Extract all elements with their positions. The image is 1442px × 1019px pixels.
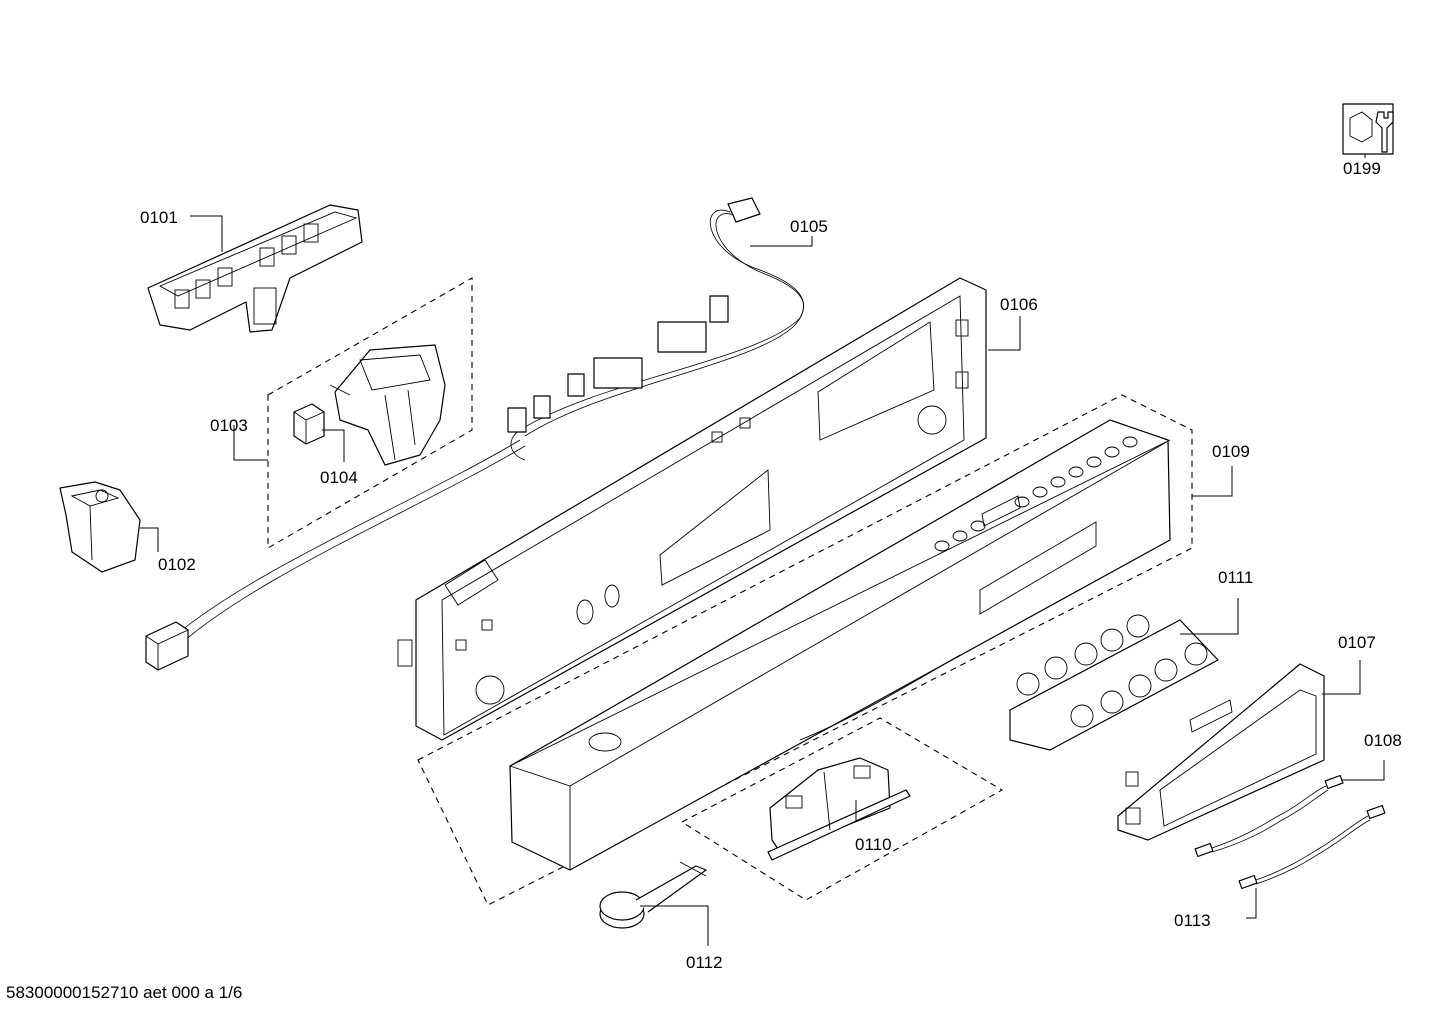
part-0112-lever bbox=[599, 861, 707, 929]
part-0107-display-module bbox=[1117, 663, 1325, 841]
label-0111: 0111 bbox=[1218, 568, 1253, 587]
label-0107: 0107 bbox=[1338, 633, 1376, 652]
label-0104: 0104 bbox=[320, 468, 358, 487]
part-0101-connector-block bbox=[147, 204, 363, 333]
part-0113-cable bbox=[1238, 804, 1386, 890]
label-0105: 0105 bbox=[790, 217, 828, 236]
document-id-footer: 58300000152710 aet 000 a 1/6 bbox=[6, 983, 242, 1002]
label-0102: 0102 bbox=[158, 555, 196, 574]
part-0108-cable bbox=[1194, 774, 1344, 858]
label-0101: 0101 bbox=[140, 208, 178, 227]
label-0112: 0112 bbox=[686, 953, 723, 972]
label-0106: 0106 bbox=[1000, 295, 1038, 314]
label-0110: 0110 bbox=[855, 835, 892, 854]
label-0113: 0113 bbox=[1174, 911, 1211, 930]
label-0108: 0108 bbox=[1364, 731, 1402, 750]
part-0110-handle bbox=[767, 757, 911, 861]
label-0109: 0109 bbox=[1212, 442, 1250, 461]
label-0103: 0103 bbox=[210, 416, 248, 435]
part-0105-wiring-harness bbox=[145, 197, 804, 671]
part-0102-lock bbox=[59, 481, 141, 573]
group-0110-outline bbox=[680, 717, 1004, 901]
part-0111-button-carrier bbox=[1009, 614, 1219, 751]
part-0106-frame-panel bbox=[397, 277, 987, 741]
part-0103-switch bbox=[329, 344, 446, 466]
wrench-nut-icon bbox=[1342, 103, 1394, 155]
group-0109-outline bbox=[417, 394, 1193, 906]
part-0109-fascia bbox=[508, 419, 1171, 871]
part-0104-relay bbox=[293, 403, 325, 445]
label-0199: 0199 bbox=[1343, 159, 1381, 178]
